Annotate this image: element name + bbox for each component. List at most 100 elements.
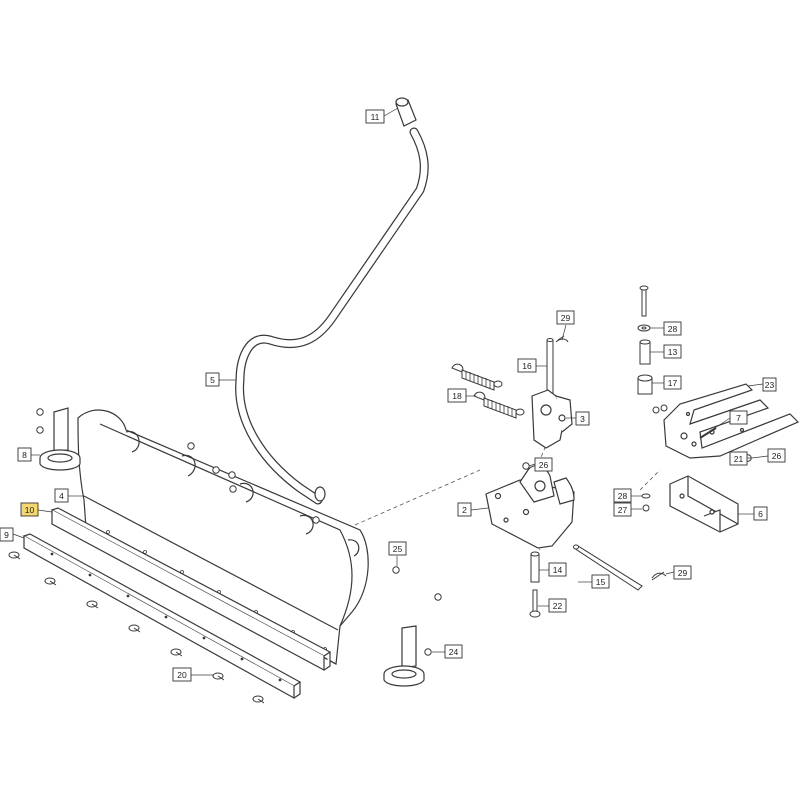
callout-18[interactable]: 18 bbox=[447, 388, 467, 403]
leader-line-2 bbox=[470, 507, 489, 511]
clip-pins bbox=[557, 335, 667, 581]
callout-4[interactable]: 4 bbox=[54, 488, 69, 503]
callout-box bbox=[205, 372, 220, 387]
callout-number: 21 bbox=[734, 454, 744, 464]
callout-26[interactable]: 26 bbox=[534, 457, 553, 472]
callout-23[interactable]: 23 bbox=[762, 377, 777, 392]
callout-2[interactable]: 2 bbox=[457, 502, 472, 517]
callout-11[interactable]: 11 bbox=[365, 109, 385, 124]
springs bbox=[451, 363, 525, 419]
callout-box bbox=[548, 598, 567, 613]
callout-number: 16 bbox=[522, 361, 532, 371]
leader-line-29 bbox=[665, 571, 675, 575]
callout-box bbox=[365, 109, 385, 124]
callout-9[interactable]: 9 bbox=[0, 527, 14, 542]
callout-number: 28 bbox=[668, 324, 678, 334]
leader-line-10 bbox=[37, 509, 53, 513]
leader-line-9 bbox=[12, 533, 25, 539]
callout-number: 29 bbox=[678, 568, 688, 578]
callout-29[interactable]: 29 bbox=[673, 565, 692, 580]
callout-number: 8 bbox=[22, 450, 27, 460]
callout-box bbox=[457, 502, 472, 517]
callout-28[interactable]: 28 bbox=[663, 321, 682, 336]
callout-box bbox=[729, 451, 748, 466]
rubber-wear-strip bbox=[50, 507, 332, 672]
carriage-bolts bbox=[8, 551, 265, 704]
callout-box bbox=[575, 411, 590, 426]
callout-number: 3 bbox=[580, 414, 585, 424]
leader-line-7 bbox=[711, 417, 731, 431]
callout-box bbox=[54, 488, 69, 503]
callout-22[interactable]: 22 bbox=[548, 598, 567, 613]
callout-box bbox=[613, 488, 632, 503]
callout-number: 25 bbox=[393, 544, 403, 554]
bracket-6 bbox=[669, 475, 739, 533]
callout-box bbox=[447, 388, 467, 403]
callout-5[interactable]: 5 bbox=[205, 372, 220, 387]
callout-box bbox=[663, 375, 682, 390]
callout-number: 13 bbox=[668, 347, 678, 357]
bolt-22 bbox=[529, 589, 541, 618]
callout-28[interactable]: 28 bbox=[613, 488, 632, 503]
callout-17[interactable]: 17 bbox=[663, 375, 682, 390]
callout-box bbox=[548, 562, 567, 577]
callout-27[interactable]: 27 bbox=[613, 502, 632, 517]
handle-end bbox=[314, 486, 326, 502]
callout-box bbox=[762, 377, 777, 392]
callout-number: 9 bbox=[4, 530, 9, 540]
callout-number: 29 bbox=[561, 313, 571, 323]
plow-blade bbox=[77, 409, 369, 665]
leader-line-26 bbox=[528, 463, 536, 467]
callout-number: 4 bbox=[59, 491, 64, 501]
callout-number: 18 bbox=[452, 391, 462, 401]
callout-number: 22 bbox=[553, 601, 563, 611]
leader-lines bbox=[12, 107, 769, 676]
washer-28 bbox=[637, 324, 651, 332]
skid-shoe-right bbox=[383, 625, 425, 687]
callout-number: 23 bbox=[765, 380, 775, 390]
callout-25[interactable]: 25 bbox=[388, 541, 407, 556]
steel-strip-holes bbox=[50, 552, 282, 682]
callout-21[interactable]: 21 bbox=[729, 451, 748, 466]
callout-number: 7 bbox=[736, 413, 741, 423]
callout-16[interactable]: 16 bbox=[517, 358, 537, 373]
callout-number: 2 bbox=[462, 505, 467, 515]
callout-14[interactable]: 14 bbox=[548, 562, 567, 577]
callout-10[interactable]: 10 bbox=[20, 502, 39, 517]
callout-number: 5 bbox=[210, 375, 215, 385]
callout-number: 26 bbox=[539, 460, 549, 470]
callout-box bbox=[753, 506, 768, 521]
handle-tube bbox=[235, 127, 429, 505]
mount-plate-2 bbox=[485, 465, 575, 549]
callout-3[interactable]: 3 bbox=[575, 411, 590, 426]
callout-number: 11 bbox=[371, 112, 380, 122]
leader-line-11 bbox=[383, 107, 399, 117]
callout-box bbox=[556, 310, 575, 325]
callout-box bbox=[20, 502, 39, 517]
callout-box bbox=[517, 358, 537, 373]
callout-6[interactable]: 6 bbox=[753, 506, 768, 521]
callout-box bbox=[729, 410, 748, 425]
callout-29[interactable]: 29 bbox=[556, 310, 575, 325]
hardware-nuts bbox=[36, 408, 442, 656]
callout-15[interactable]: 15 bbox=[591, 574, 610, 589]
callout-labels: 11 5 29 16 18 3 23 28 13 17 7 21 26 26 8 4 10 9 2 28 27 6 25 14… bbox=[0, 109, 786, 682]
callout-8[interactable]: 8 bbox=[17, 447, 32, 462]
callout-20[interactable]: 20 bbox=[172, 667, 192, 682]
callout-26[interactable]: 26 bbox=[767, 448, 786, 463]
callout-number: 20 bbox=[177, 670, 187, 680]
leader-line-29 bbox=[561, 324, 567, 341]
bushing-17 bbox=[637, 374, 653, 395]
callout-box bbox=[591, 574, 610, 589]
callout-box bbox=[0, 527, 14, 542]
callout-13[interactable]: 13 bbox=[663, 344, 682, 359]
callout-number: 24 bbox=[449, 647, 459, 657]
callout-7[interactable]: 7 bbox=[729, 410, 748, 425]
callout-number: 6 bbox=[758, 509, 763, 519]
callout-box bbox=[17, 447, 32, 462]
skid-shoe-left bbox=[39, 407, 81, 471]
callout-number: 27 bbox=[618, 505, 628, 515]
callout-24[interactable]: 24 bbox=[444, 644, 463, 659]
callout-number: 10 bbox=[25, 505, 35, 515]
